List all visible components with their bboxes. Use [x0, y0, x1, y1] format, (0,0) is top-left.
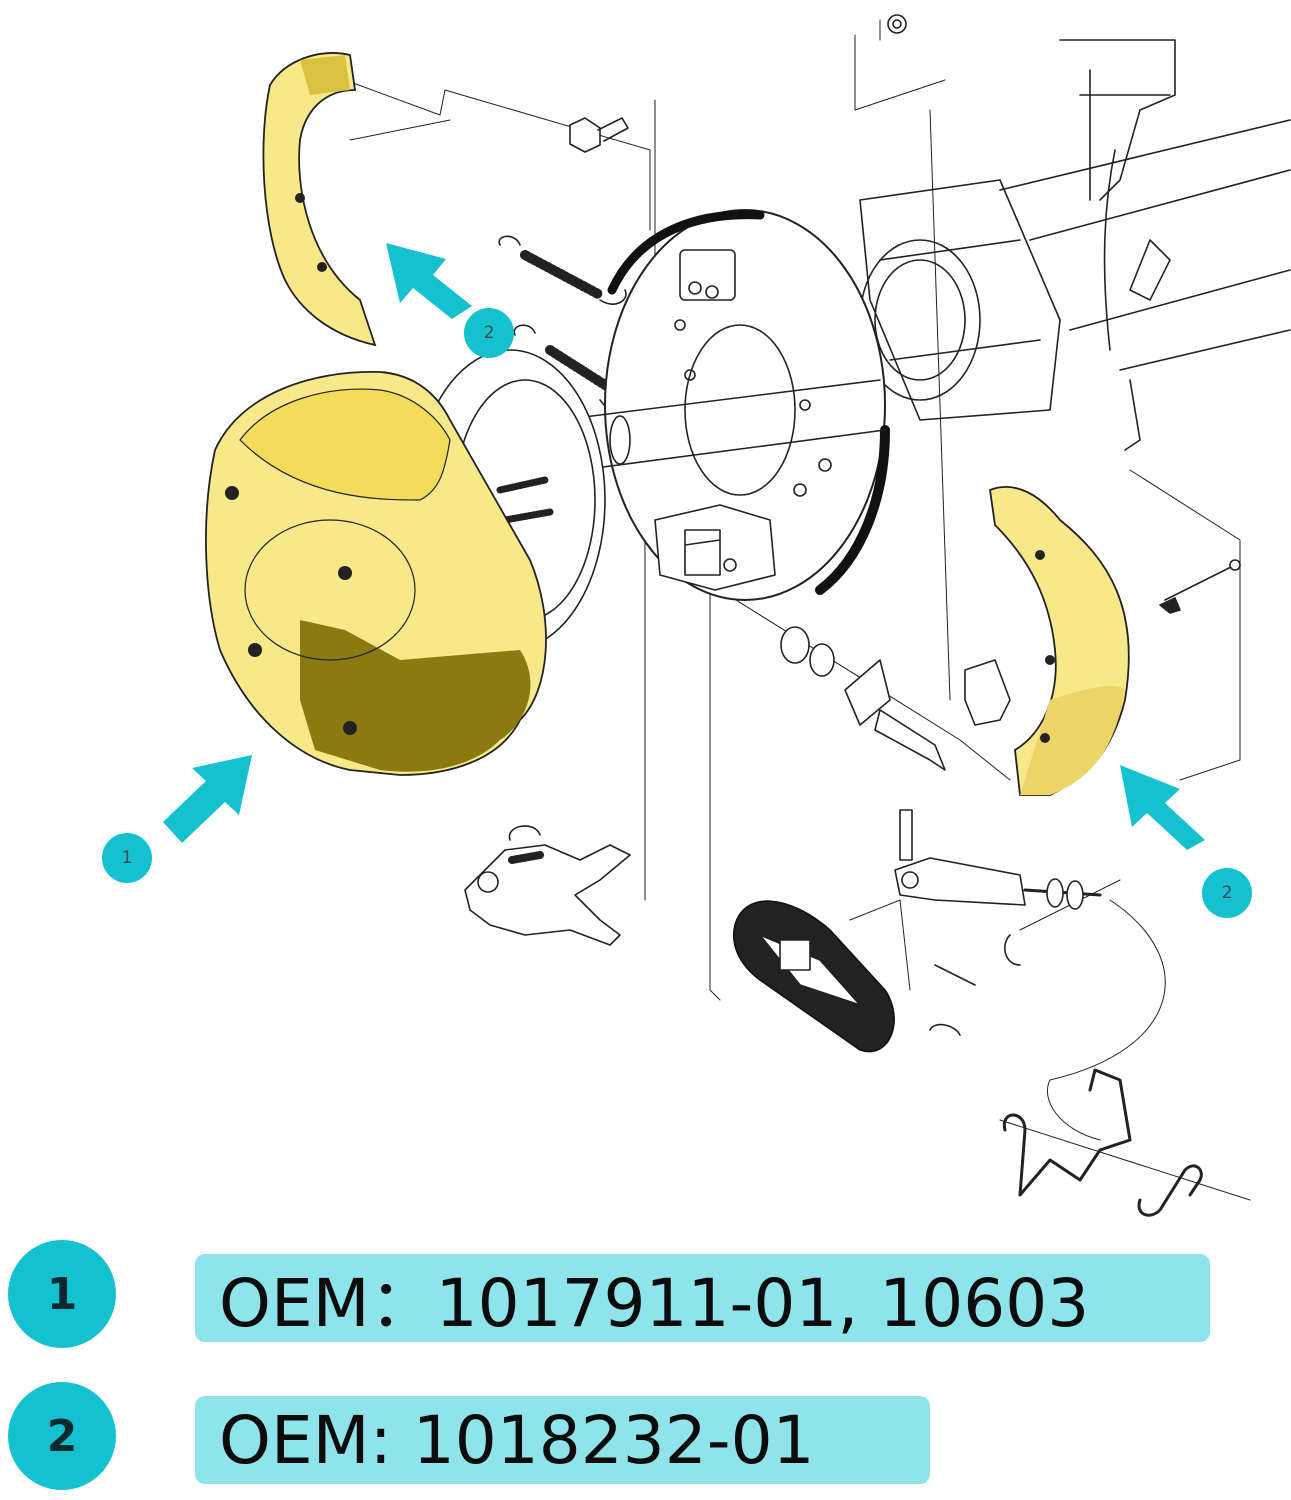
retaining-clips	[1002, 1068, 1203, 1217]
legend-oem-label: OEM: 1018232-01	[195, 1396, 930, 1484]
callout-number: 2	[484, 323, 495, 343]
brake-shoe-right-highlight	[989, 485, 1130, 796]
callout-badge-2-right: 2	[1202, 868, 1252, 918]
legend-oem-label: OEM：1017911-01, 10603	[195, 1254, 1210, 1342]
legend-badge: 2	[8, 1382, 116, 1490]
callout-arrow-2-right	[1120, 765, 1205, 850]
callout-number: 2	[1222, 883, 1233, 903]
wheel-cylinder-block	[654, 504, 776, 591]
hex-bolt	[569, 14, 907, 153]
leader-lines	[344, 19, 1251, 1201]
callout-arrow-1	[163, 755, 252, 843]
brake-drum-highlight	[205, 371, 547, 776]
callout-badge-2-top: 2	[464, 308, 514, 358]
brake-cable-clevis	[894, 809, 1102, 1036]
adjuster-hardware	[780, 559, 1241, 771]
callout-number: 1	[122, 848, 133, 868]
callout-badge-1: 1	[102, 833, 152, 883]
legend-row-1: 1 OEM：1017911-01, 10603	[0, 1240, 1291, 1350]
axle-housing-outline	[859, 39, 1291, 451]
brake-shoe-top-highlight	[262, 52, 377, 347]
park-brake-lever	[464, 825, 631, 946]
legend-row-2: 2 OEM: 1018232-01	[0, 1382, 1291, 1492]
brake-backing-plate	[604, 209, 890, 601]
rubber-boot	[733, 900, 895, 1053]
callout-arrow-2-top	[386, 243, 472, 319]
legend-badge: 1	[8, 1240, 116, 1348]
exploded-brake-diagram: 1 2 2	[102, 14, 1291, 1217]
